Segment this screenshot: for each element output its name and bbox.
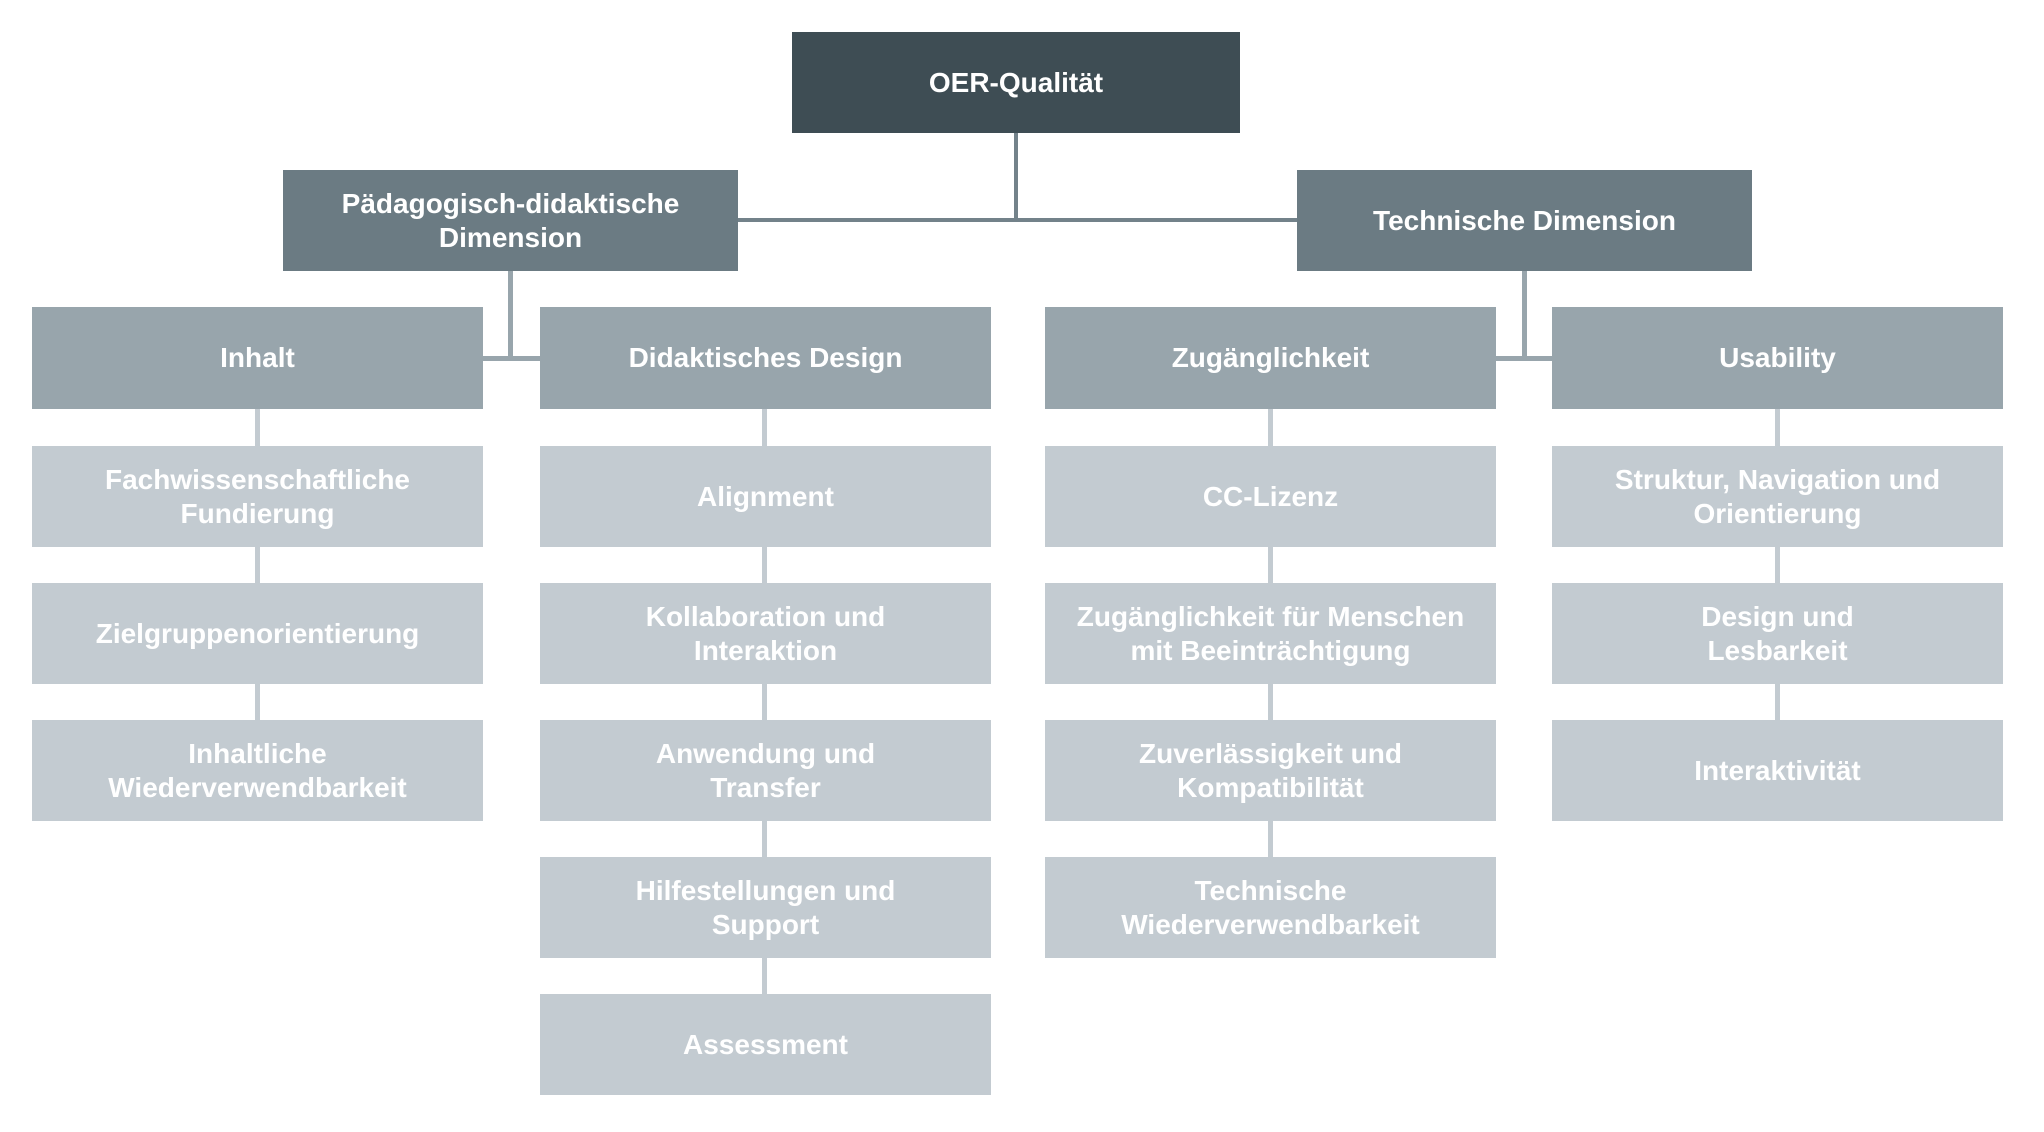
- node-usability: Usability: [1552, 307, 2003, 409]
- connector-usability-child-1: [1775, 409, 1780, 446]
- connector-didaktisches-child-4: [762, 821, 767, 857]
- connector-didaktisches-child-1: [762, 409, 767, 446]
- connector-technisch-vertical: [1522, 271, 1527, 361]
- node-fachwissenschaftliche-fundierung: Fachwissenschaftliche Fundierung: [32, 446, 483, 547]
- connector-didaktisches-child-2: [762, 547, 767, 583]
- node-assessment: Assessment: [540, 994, 991, 1095]
- node-hilfestellungen-und-support: Hilfestellungen und Support: [540, 857, 991, 958]
- connector-paedagogisch-horizontal: [483, 356, 540, 361]
- connector-zugaenglichkeit-child-4: [1268, 821, 1273, 857]
- connector-didaktisches-child-3: [762, 684, 767, 720]
- connector-didaktisches-child-5: [762, 958, 767, 994]
- node-interaktivitaet: Interaktivität: [1552, 720, 2003, 821]
- node-cc-lizenz: CC-Lizenz: [1045, 446, 1496, 547]
- connector-usability-child-3: [1775, 684, 1780, 720]
- connector-inhalt-child-3: [255, 684, 260, 720]
- node-zugaenglichkeit-fuer-menschen: Zugänglichkeit für Menschen mit Beeinträ…: [1045, 583, 1496, 684]
- node-zugaenglichkeit: Zugänglichkeit: [1045, 307, 1496, 409]
- node-paedagogisch-didaktische-dimension: Pädagogisch-didaktische Dimension: [283, 170, 738, 271]
- node-inhalt: Inhalt: [32, 307, 483, 409]
- connector-paedagogisch-vertical: [508, 271, 513, 361]
- connector-zugaenglichkeit-child-3: [1268, 684, 1273, 720]
- node-zielgruppenorientierung: Zielgruppenorientierung: [32, 583, 483, 684]
- node-design-und-lesbarkeit: Design und Lesbarkeit: [1552, 583, 2003, 684]
- node-zuverlaessigkeit-und-kompatibilitaet: Zuverlässigkeit und Kompatibilität: [1045, 720, 1496, 821]
- connector-inhalt-child-1: [255, 409, 260, 446]
- connector-root-vertical: [1014, 133, 1018, 222]
- connector-root-horizontal: [736, 218, 1300, 222]
- connector-zugaenglichkeit-child-1: [1268, 409, 1273, 446]
- node-kollaboration-und-interaktion: Kollaboration und Interaktion: [540, 583, 991, 684]
- node-anwendung-und-transfer: Anwendung und Transfer: [540, 720, 991, 821]
- node-alignment: Alignment: [540, 446, 991, 547]
- connector-inhalt-child-2: [255, 547, 260, 583]
- connector-zugaenglichkeit-child-2: [1268, 547, 1273, 583]
- node-didaktisches-design: Didaktisches Design: [540, 307, 991, 409]
- node-technische-wiederverwendbarkeit: Technische Wiederverwendbarkeit: [1045, 857, 1496, 958]
- node-oer-qualitaet: OER-Qualität: [792, 32, 1240, 133]
- connector-usability-child-2: [1775, 547, 1780, 583]
- node-struktur-navigation-orientierung: Struktur, Navigation und Orientierung: [1552, 446, 2003, 547]
- connector-technisch-horizontal: [1496, 356, 1552, 361]
- node-technische-dimension: Technische Dimension: [1297, 170, 1752, 271]
- node-inhaltliche-wiederverwendbarkeit: Inhaltliche Wiederverwendbarkeit: [32, 720, 483, 821]
